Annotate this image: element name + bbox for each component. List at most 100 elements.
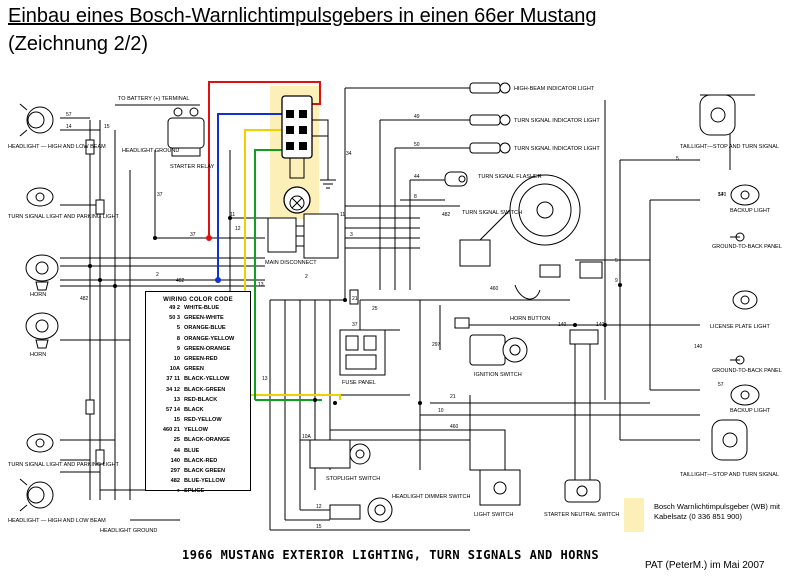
wiring-code-color: BLUE-YELLOW	[184, 478, 226, 485]
turn-signal-switch-icon	[459, 174, 581, 267]
label-ground-back-top: GROUND-TO-BACK PANEL	[712, 244, 782, 250]
wire-num: 15	[104, 124, 110, 130]
wiring-code-row: 34 12 BLACK-GREEN	[146, 385, 250, 395]
wiring-code-color: WHITE-BLUE	[184, 305, 220, 311]
wire-num: 2	[305, 274, 308, 280]
horn-2-icon	[25, 312, 59, 349]
wire-num: 57	[718, 192, 724, 198]
wiring-code-number: 297	[170, 468, 180, 474]
wiring-code-color: BLACK-GREEN	[184, 386, 226, 393]
label-tail-stop-bottom: TAILLIGHT—STOP AND TURN SIGNAL	[680, 472, 779, 478]
wire-num: 21	[450, 394, 456, 400]
wire-num: 44	[414, 174, 420, 180]
main-disconnect-icon	[267, 213, 339, 259]
turn-indicator-1-icon	[469, 114, 511, 126]
wire-num: 13	[258, 282, 264, 288]
wire-num: 37	[157, 192, 163, 198]
ignition-switch-icon	[469, 334, 528, 366]
wiring-code-number: 25	[173, 437, 180, 444]
wiring-code-row: 25 BLACK-ORANGE	[146, 435, 250, 445]
wire-num: 13	[262, 376, 268, 382]
wiring-code-number: 34 12	[166, 386, 180, 393]
wiring-code-number: 49 2	[169, 305, 180, 311]
turn-signal-flasher-icon	[444, 171, 468, 187]
label-flasher: TURN SIGNAL FLASHER	[478, 174, 542, 180]
high-beam-indicator-icon	[469, 82, 511, 94]
wiring-code-number: 460 21	[162, 427, 180, 434]
ground-back-top-icon	[730, 232, 745, 242]
wiring-code-color: BLACK-ORANGE	[184, 437, 230, 444]
wire-num: 10A	[302, 434, 312, 440]
wiring-code-color: RED-YELLOW	[184, 417, 222, 424]
wire-num: 5	[615, 258, 618, 264]
wiring-code-number: 57 14	[166, 406, 180, 413]
label-horn-1: HORN	[30, 292, 46, 298]
label-headlight-top: HEADLIGHT — HIGH AND LOW BEAM	[8, 144, 106, 150]
splices	[88, 216, 622, 405]
wiring-code-number: 482	[170, 478, 180, 485]
label-headlight-ground-bottom: HEADLIGHT GROUND	[100, 528, 157, 534]
wiring-code-number: 37 11	[166, 376, 180, 383]
page-title: Einbau eines Bosch-Warnlichtimpulsgebers…	[8, 5, 597, 27]
wire-num: 482	[176, 278, 185, 284]
wiring-code-row: 49 2 WHITE-BLUE	[146, 303, 250, 313]
label-turn-ind-2: TURN SIGNAL INDICATOR LIGHT	[514, 146, 600, 152]
wiring-code-number: 9	[176, 345, 180, 352]
bosch-flasher-module	[281, 95, 313, 214]
wire-num: 3	[350, 232, 353, 238]
wiring-code-row: 15 RED-YELLOW	[146, 415, 250, 425]
label-dimmer-switch: HEADLIGHT DIMMER SWITCH	[392, 494, 470, 500]
wire-num: 140	[718, 192, 727, 198]
headlight-top-icon	[19, 103, 54, 137]
wiring-code-number: 15	[173, 417, 180, 424]
label-turn-ind-1: TURN SIGNAL INDICATOR LIGHT	[514, 118, 600, 124]
wire-num: 140	[558, 322, 567, 328]
starter-neutral-switch-icon	[564, 479, 601, 503]
wiring-code-color: BLACK-RED	[184, 457, 218, 464]
label-turn-park-bottom: TURN SIGNAL LIGHT AND PARKING LIGHT	[8, 462, 119, 468]
wire-num: 57	[718, 382, 724, 388]
legend-swatch	[624, 498, 644, 532]
wiring-code-color: BLACK-YELLOW	[184, 376, 230, 383]
label-starter-neutral: STARTER NEUTRAL SWITCH	[544, 512, 619, 518]
wiring-code-title: WIRING COLOR CODE	[163, 297, 233, 303]
wiring-code-row: ● SPLICE	[146, 486, 250, 496]
red-wire	[208, 81, 321, 238]
wiring-code-color: BLUE	[184, 447, 200, 454]
blue-wire	[217, 113, 282, 280]
wire-num: 12	[316, 504, 322, 510]
wire-num: 460	[450, 424, 459, 430]
wiring-code-color: RED-BLACK	[184, 396, 218, 403]
wiring-code-color: ORANGE-BLUE	[184, 325, 226, 332]
label-ignition-switch: IGNITION SWITCH	[474, 372, 522, 378]
wiring-code-number: ●	[176, 488, 180, 495]
wiring-code-number: 44	[173, 447, 180, 454]
wiring-code-row: 482 BLUE-YELLOW	[146, 476, 250, 486]
wiring-code-color: SPLICE	[184, 488, 205, 495]
license-plate-icon	[732, 290, 758, 310]
components	[19, 82, 760, 523]
wire-num: 140	[596, 322, 605, 328]
colored-wires	[208, 81, 341, 401]
wire-num: 49	[414, 114, 420, 120]
wire-numbers: 37 37 37 57 57 57 15 14 12 13 13 2 2 482…	[66, 112, 727, 530]
label-turn-switch: TURN SIGNAL SWITCH	[462, 210, 522, 216]
backup-top-icon	[730, 184, 760, 206]
label-fuse-panel: FUSE PANEL	[342, 380, 376, 386]
horn-button-icon	[514, 261, 603, 300]
taillight-top-icon	[699, 94, 736, 136]
wire-num: 8	[414, 194, 417, 200]
wiring-code-number: 10	[173, 355, 180, 362]
stoplight-switch-icon	[309, 439, 371, 469]
fuse-panel-icon	[339, 329, 386, 376]
wire-num: 14	[66, 124, 72, 130]
wire-num: 11	[230, 212, 235, 218]
